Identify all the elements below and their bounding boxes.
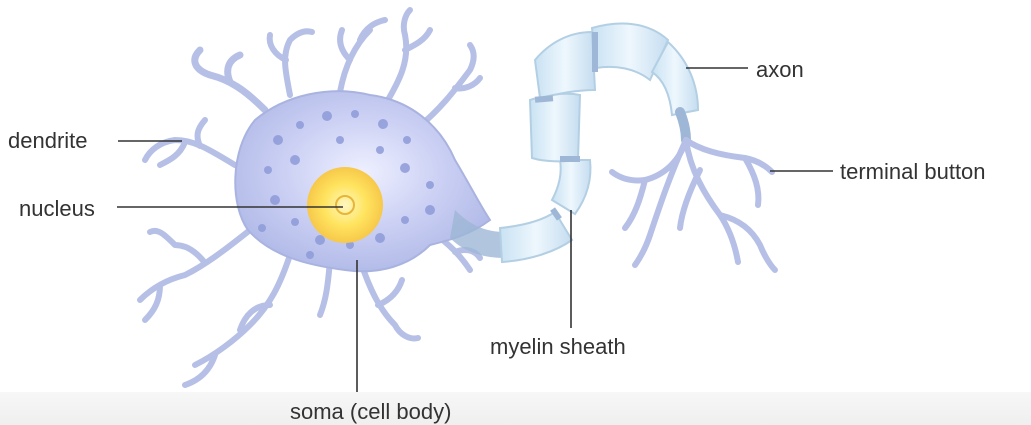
- myelin-segments: [500, 24, 698, 262]
- axon-terminals: [612, 140, 775, 270]
- label-dendrite: dendrite: [8, 130, 88, 152]
- label-myelin-sheath: myelin sheath: [490, 336, 626, 358]
- label-nucleus: nucleus: [19, 198, 95, 220]
- label-axon: axon: [756, 59, 804, 81]
- nucleus: [307, 167, 383, 243]
- label-terminal-button: terminal button: [840, 161, 986, 183]
- axon-shaft: [680, 112, 686, 140]
- label-soma: soma (cell body): [290, 401, 451, 423]
